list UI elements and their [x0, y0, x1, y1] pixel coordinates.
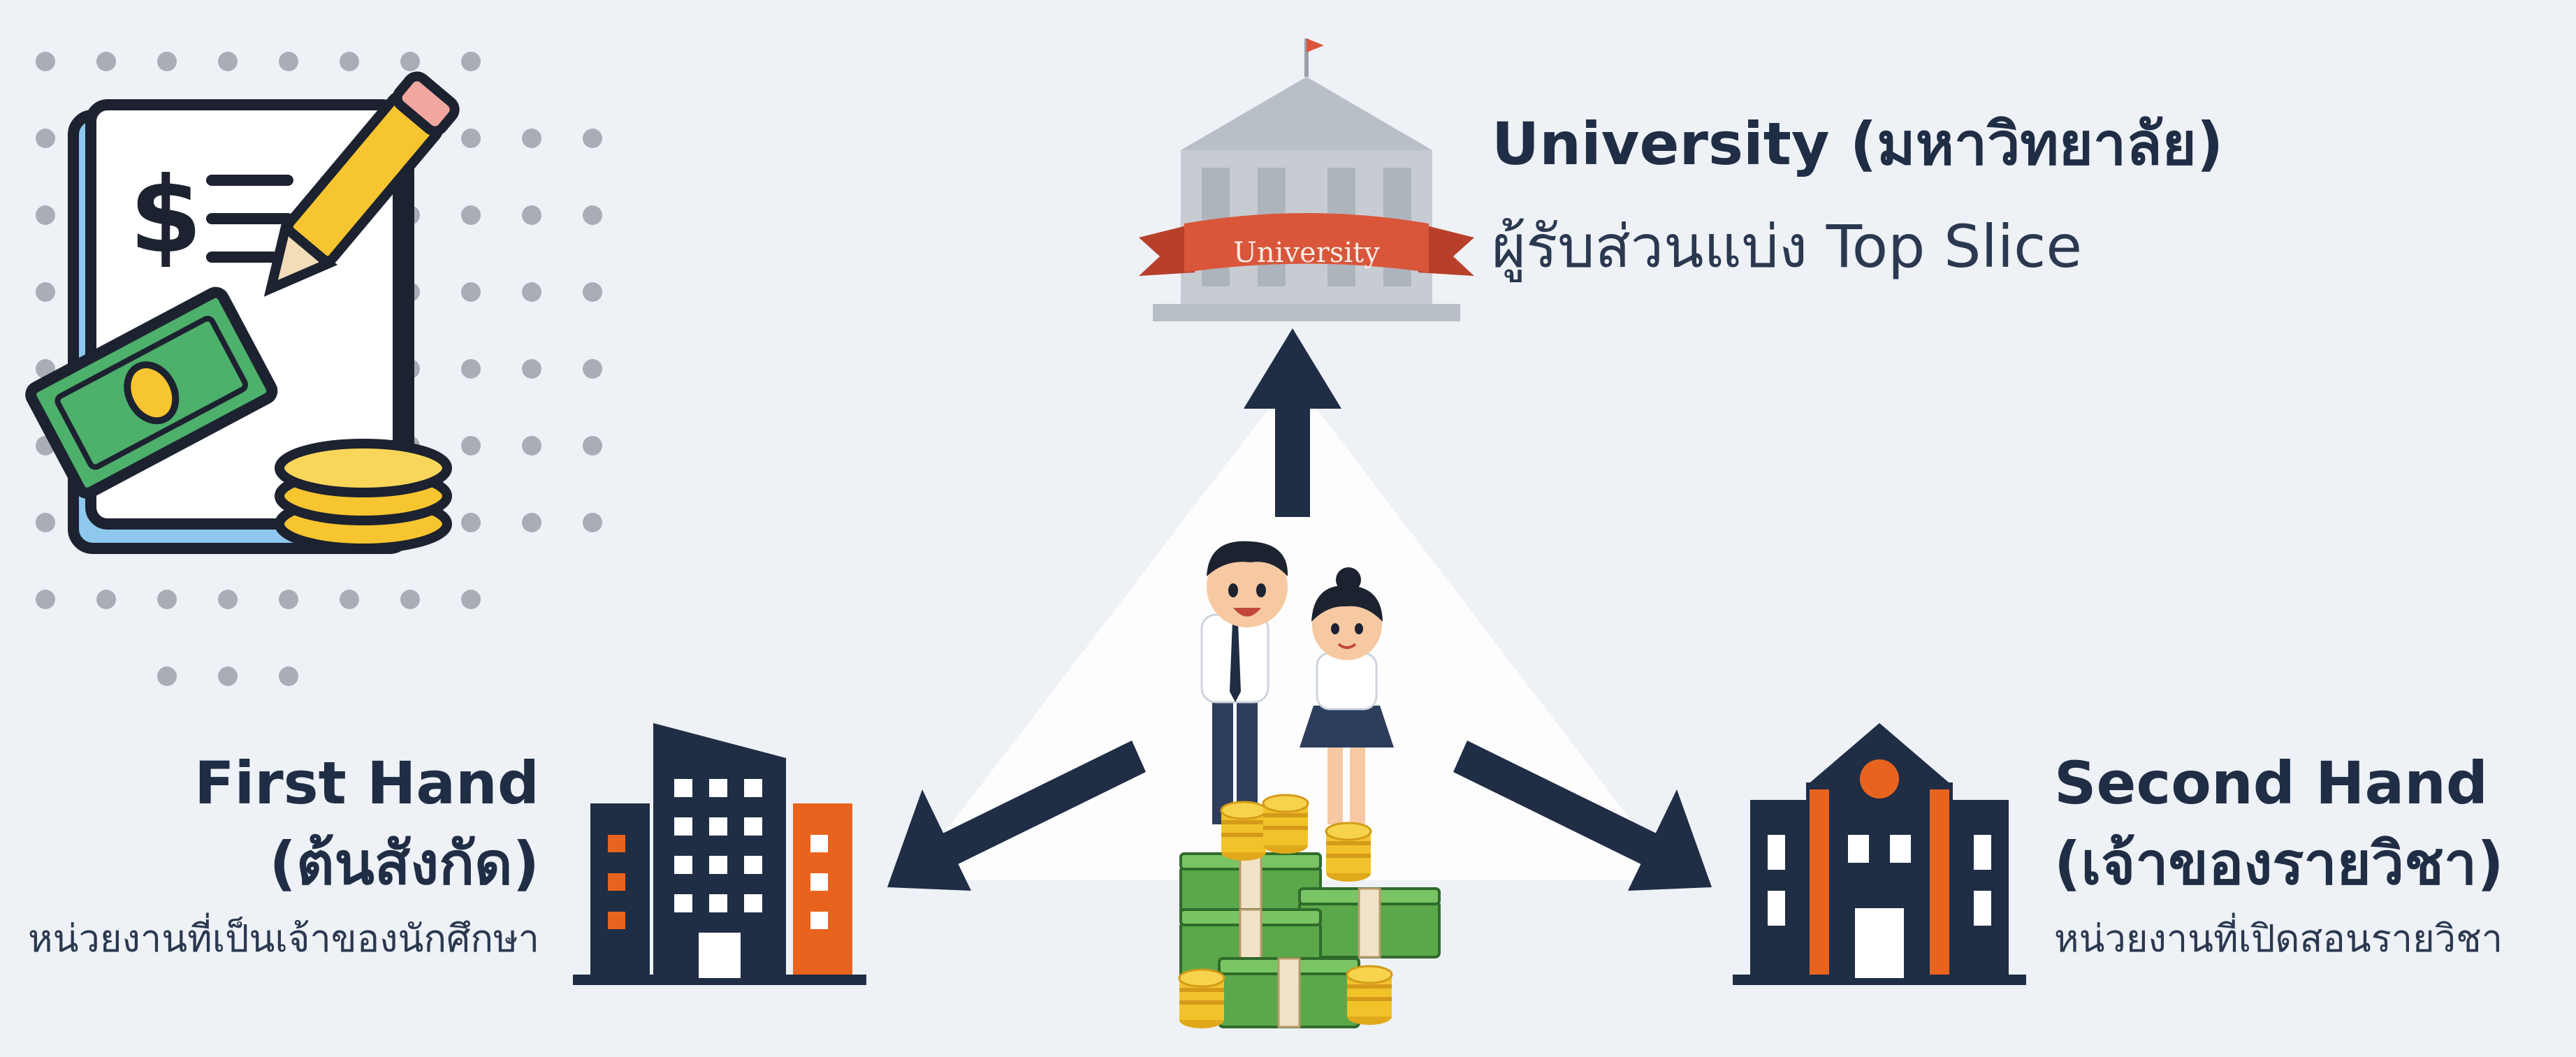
dot — [461, 436, 481, 455]
students-icon — [1200, 541, 1394, 824]
dot — [400, 590, 420, 609]
dot — [583, 205, 602, 225]
dot — [218, 590, 238, 609]
dot — [583, 513, 602, 532]
dot — [461, 359, 481, 379]
dot — [461, 129, 481, 148]
dot — [461, 205, 481, 225]
second-hand-title-thai: (เจ้าของรายวิชา) — [2054, 829, 2504, 898]
dot — [583, 359, 602, 379]
office-building-icon — [573, 723, 866, 985]
dot — [340, 52, 359, 71]
coin-stack-icon — [275, 439, 452, 553]
dot — [36, 513, 55, 532]
university-subtitle: ผู้รับส่วนแบ่ง Top Slice — [1492, 212, 2083, 281]
dot — [157, 52, 177, 71]
dot — [279, 666, 298, 686]
university-title: University (มหาวิทยาลัย) — [1492, 110, 2224, 178]
dot — [36, 590, 55, 609]
dot — [522, 282, 541, 302]
dot — [461, 513, 481, 532]
dot — [340, 590, 359, 609]
first-hand-subtitle: หน่วยงานที่เป็นเจ้าของนักศึกษา — [28, 917, 539, 961]
dot — [583, 436, 602, 455]
arrow-to-second-hand — [1453, 741, 1712, 891]
dot — [96, 590, 116, 609]
dot — [461, 590, 481, 609]
university-building-icon: University — [1139, 38, 1474, 321]
dot — [218, 666, 238, 686]
dot — [461, 282, 481, 302]
second-hand-title: Second Hand — [2054, 749, 2489, 817]
dot — [461, 52, 481, 71]
dot — [583, 282, 602, 302]
dot — [96, 52, 116, 71]
second-hand-subtitle: หน่วยงานที่เปิดสอนรายวิชา — [2054, 917, 2503, 961]
university-banner-label: University — [1233, 237, 1380, 269]
dot — [279, 52, 298, 71]
cash-icon — [25, 286, 278, 499]
first-hand-title-thai: (ต้นสังกัด) — [269, 829, 539, 898]
dot — [157, 666, 177, 686]
dot — [583, 129, 602, 148]
dot — [36, 52, 55, 71]
dot — [522, 359, 541, 379]
pencil-icon — [263, 71, 460, 297]
dot — [36, 282, 55, 302]
dot — [279, 590, 298, 609]
dot — [400, 52, 420, 71]
dot — [522, 513, 541, 532]
dot — [522, 436, 541, 455]
dot — [218, 52, 238, 71]
dot — [36, 129, 55, 148]
school-building-icon — [1733, 723, 2026, 985]
first-hand-title: First Hand — [194, 749, 539, 817]
dot — [157, 590, 177, 609]
svg-text:$: $ — [129, 155, 202, 277]
arrow-up-to-university — [1244, 328, 1341, 517]
dot — [522, 205, 541, 225]
arrow-to-first-hand — [887, 741, 1146, 891]
dot — [522, 129, 541, 148]
dot — [36, 205, 55, 225]
